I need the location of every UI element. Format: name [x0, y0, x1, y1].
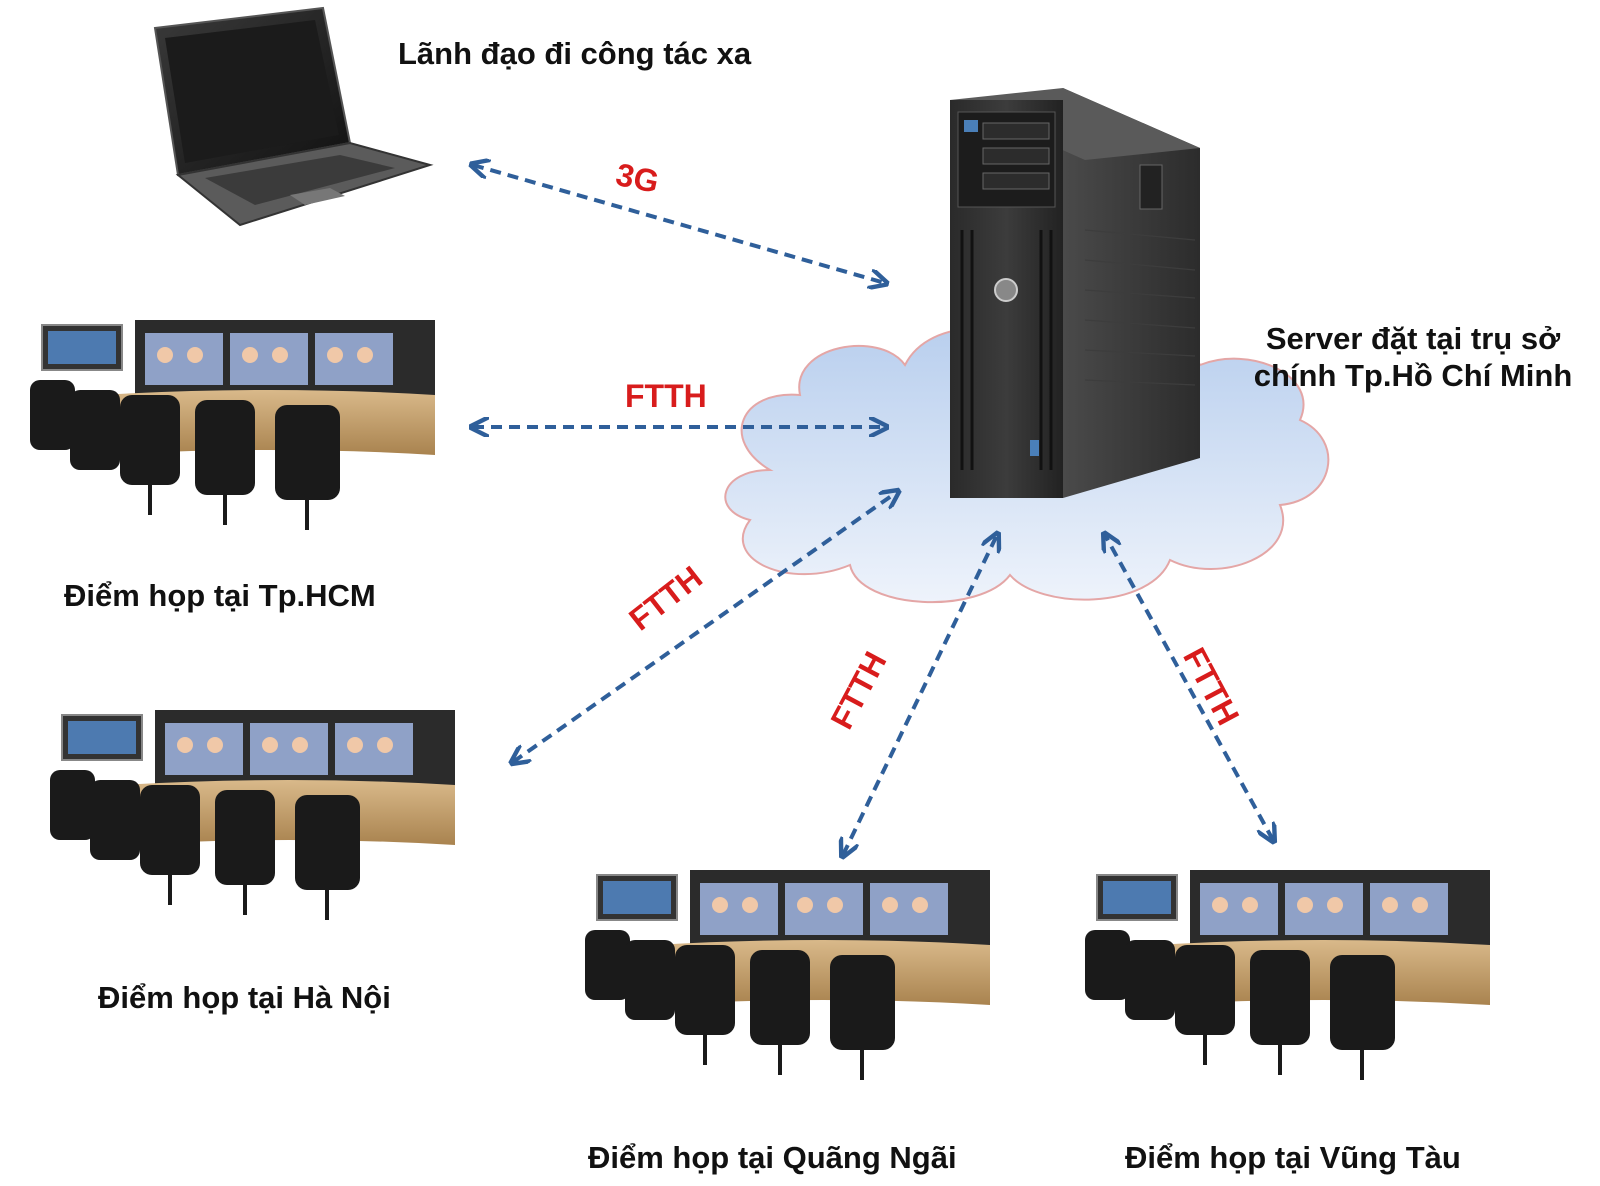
label-site-hanoi: Điểm họp tại Hà Nội [98, 980, 391, 1015]
conference-room-vungtau [1085, 870, 1490, 1080]
label-server-line1: Server đặt tại trụ sở [1265, 321, 1561, 356]
conference-room-hanoi [50, 710, 455, 920]
label-site-quangngai: Điểm họp tại Quãng Ngãi [588, 1140, 957, 1175]
conference-room-quangngai [585, 870, 990, 1080]
label-site-hcm: Điểm họp tại Tp.HCM [64, 578, 376, 613]
label-server: Server đặt tại trụ sở chính Tp.Hồ Chí Mi… [1228, 320, 1598, 394]
laptop-icon [153, 6, 434, 227]
arrow-vungtau-server [1105, 535, 1273, 840]
label-site-vungtau: Điểm họp tại Vũng Tàu [1125, 1140, 1461, 1175]
conference-room-hcm [30, 320, 435, 530]
server-icon [950, 88, 1200, 498]
arrow-hanoi-server [513, 492, 897, 762]
label-remote-leader: Lãnh đạo đi công tác xa [398, 36, 752, 71]
arrow-laptop-server [473, 165, 885, 283]
link-label-hcm: FTTH [625, 378, 707, 414]
arrow-quangngai-server [843, 535, 997, 855]
label-server-line2: chính Tp.Hồ Chí Minh [1253, 358, 1573, 393]
